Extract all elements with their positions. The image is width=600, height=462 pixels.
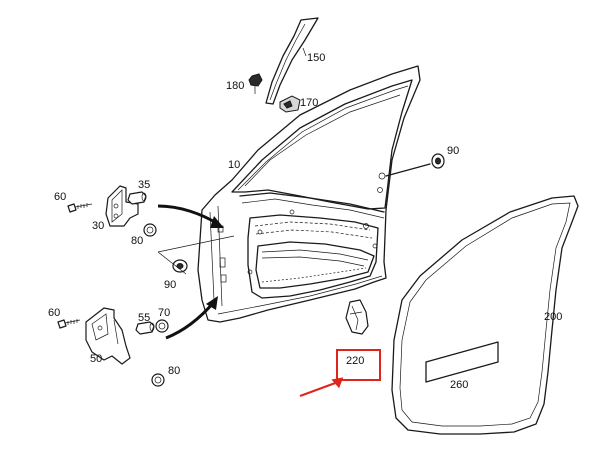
part-90-grommet-mid [157, 235, 235, 275]
door-shell [197, 65, 421, 323]
label-60-bottom: 60 [48, 307, 60, 319]
part-180-clip [248, 73, 263, 94]
label-90-mid: 90 [164, 279, 176, 291]
lower-hinge-group [57, 307, 169, 387]
part-220-cover [345, 299, 369, 335]
label-60-top: 60 [54, 191, 66, 203]
part-260-label [425, 341, 499, 383]
label-70: 70 [158, 307, 170, 319]
upper-hinge-group [67, 185, 157, 237]
highlight-box [336, 349, 381, 381]
part-150-trim [265, 17, 319, 105]
label-90-top: 90 [447, 145, 459, 157]
part-200-seal [391, 195, 579, 435]
part-170-bracket [279, 95, 301, 113]
part-90-grommet-top [385, 153, 445, 177]
label-50: 50 [90, 353, 102, 365]
part-labels: 150 180 170 10 90 35 60 30 80 90 60 55 7… [48, 52, 562, 391]
label-220: 220 [346, 355, 364, 367]
label-260: 260 [450, 379, 468, 391]
label-180: 180 [226, 80, 244, 92]
label-35: 35 [138, 179, 150, 191]
label-200: 200 [544, 311, 562, 323]
label-55: 55 [138, 312, 150, 324]
label-150: 150 [307, 52, 325, 64]
highlight-arrow [299, 381, 339, 397]
hinge-arrows [157, 204, 224, 340]
label-80-top: 80 [131, 235, 143, 247]
highlight-marker [299, 349, 381, 397]
label-80-bottom: 80 [168, 365, 180, 377]
label-10: 10 [228, 159, 240, 171]
label-30: 30 [92, 220, 104, 232]
label-170: 170 [300, 97, 318, 109]
